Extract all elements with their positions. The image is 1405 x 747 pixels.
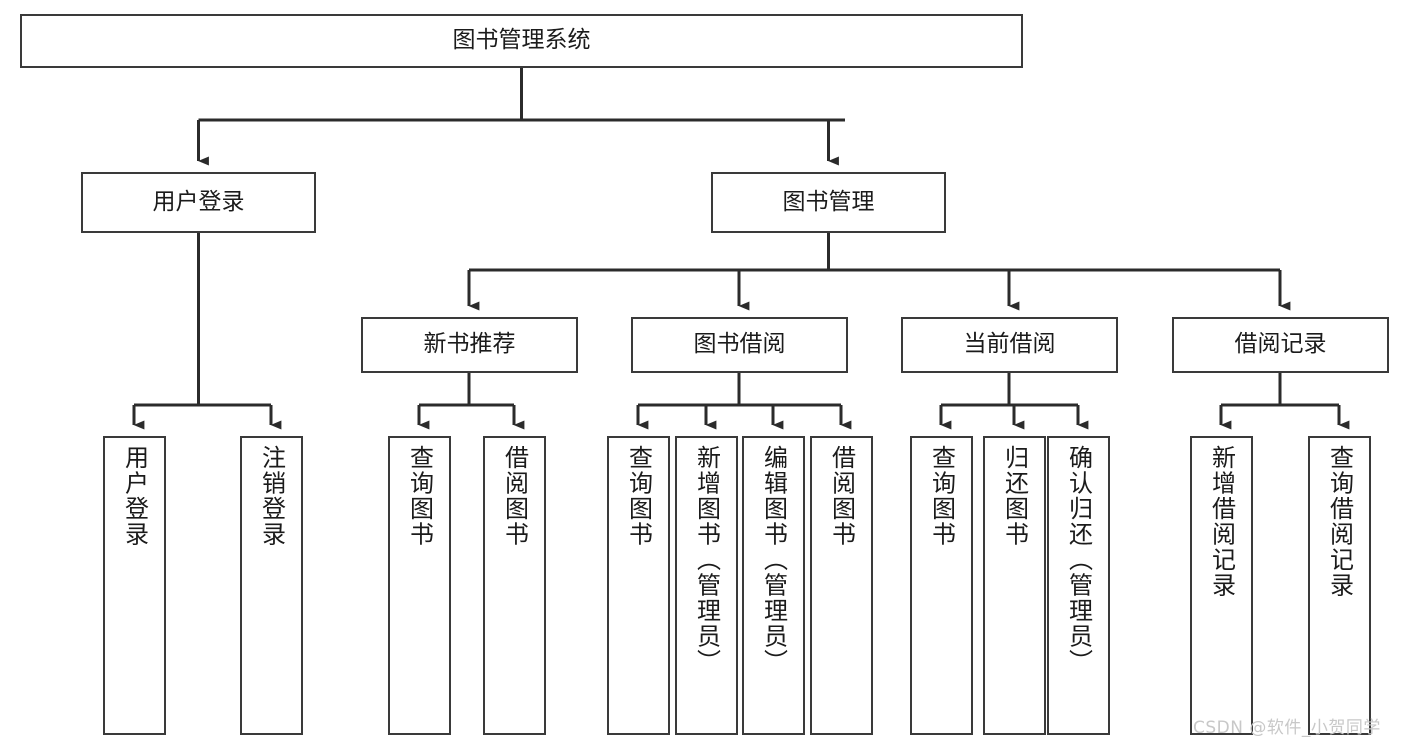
node-label: 注销登录	[257, 445, 286, 547]
node-label: 新增借阅记录	[1207, 445, 1236, 598]
leaf-edit-book-admin[interactable]: 编辑图书（管理员）	[742, 436, 805, 735]
leaf-add-borrow-record[interactable]: 新增借阅记录	[1190, 436, 1253, 735]
leaf-borrow-book-new[interactable]: 借阅图书	[483, 436, 546, 735]
leaf-logout[interactable]: 注销登录	[240, 436, 303, 735]
node-label: 新书推荐	[423, 331, 516, 358]
node-label: 查询图书	[927, 445, 956, 547]
node-user-login[interactable]: 用户登录	[81, 172, 316, 233]
node-label: 查询图书	[624, 445, 653, 547]
node-label: 编辑图书（管理员）	[759, 445, 788, 675]
leaf-query-borrow-record[interactable]: 查询借阅记录	[1308, 436, 1371, 735]
node-book-borrow[interactable]: 图书借阅	[631, 317, 848, 373]
node-new-book-recommend[interactable]: 新书推荐	[361, 317, 578, 373]
node-label: 用户登录	[152, 188, 245, 215]
node-label: 图书管理系统	[452, 27, 591, 54]
leaf-borrow-book[interactable]: 借阅图书	[810, 436, 873, 735]
node-label: 新增图书（管理员）	[692, 445, 721, 675]
node-label: 用户登录	[120, 445, 149, 547]
node-label: 确认归还（管理员）	[1064, 445, 1093, 675]
leaf-query-book-current[interactable]: 查询图书	[910, 436, 973, 735]
csdn-watermark: CSDN @软件_小贺同学	[1193, 718, 1381, 738]
leaf-confirm-return-admin[interactable]: 确认归还（管理员）	[1047, 436, 1110, 735]
node-label: 查询图书	[405, 445, 434, 547]
node-label: 借阅图书	[827, 445, 856, 547]
node-current-borrow[interactable]: 当前借阅	[901, 317, 1118, 373]
leaf-add-book-admin[interactable]: 新增图书（管理员）	[675, 436, 738, 735]
node-label: 当前借阅	[963, 331, 1056, 358]
node-label: 图书管理	[782, 188, 875, 215]
leaf-return-book[interactable]: 归还图书	[983, 436, 1046, 735]
node-label: 借阅图书	[500, 445, 529, 547]
leaf-query-book-borrow[interactable]: 查询图书	[607, 436, 670, 735]
leaf-query-book-new[interactable]: 查询图书	[388, 436, 451, 735]
node-root-system[interactable]: 图书管理系统	[20, 14, 1023, 68]
node-label: 归还图书	[1000, 445, 1029, 547]
node-label: 图书借阅	[693, 331, 786, 358]
leaf-user-login[interactable]: 用户登录	[103, 436, 166, 735]
node-label: 借阅记录	[1234, 331, 1327, 358]
node-book-management[interactable]: 图书管理	[711, 172, 946, 233]
node-borrow-record[interactable]: 借阅记录	[1172, 317, 1389, 373]
node-label: 查询借阅记录	[1325, 445, 1354, 598]
